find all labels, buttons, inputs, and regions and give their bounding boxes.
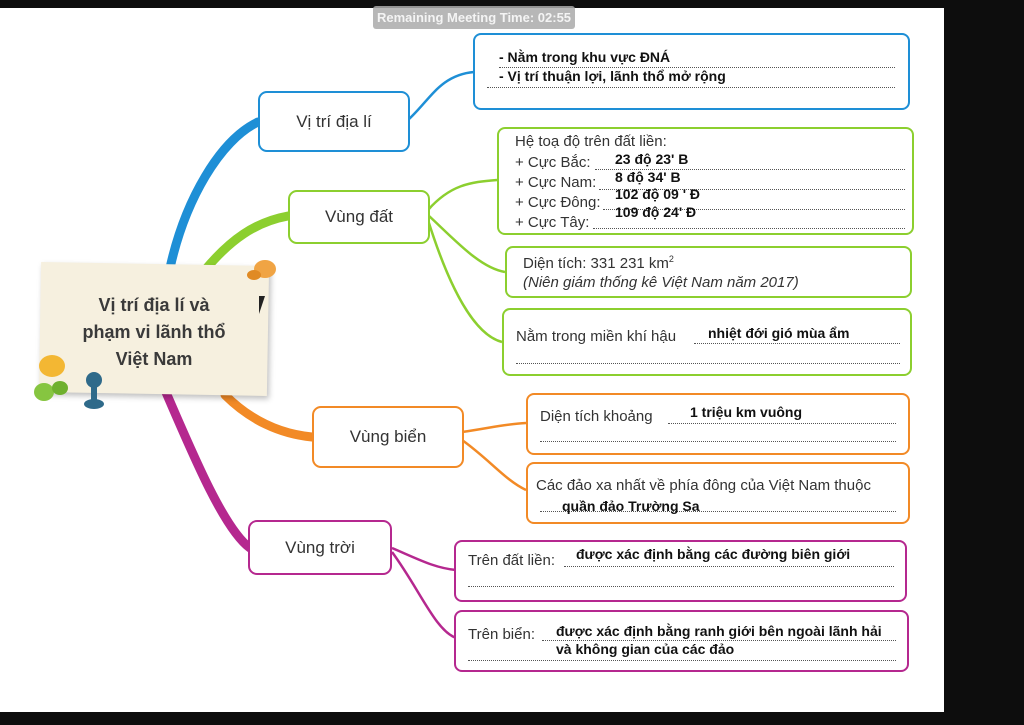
- connector-blue: [407, 70, 475, 121]
- pins-cluster-icon: [34, 355, 104, 409]
- dotted-line: [694, 343, 900, 344]
- branch-blue: [165, 117, 263, 273]
- connector-orange-2: [461, 438, 527, 492]
- troi-bien-answer-line-2: và không gian của các đảo: [556, 641, 735, 657]
- window-side-bar: [944, 0, 1024, 725]
- cuc-dong-answer: 102 độ 09 ' Đ: [615, 186, 701, 202]
- troi-bien-box: Trên biển: được xác định bằng ranh giới …: [454, 610, 909, 672]
- pushpin-icon: [247, 260, 276, 280]
- troi-bien-answer-line-1: được xác định bằng ranh giới bên ngoài l…: [556, 623, 882, 639]
- dotted-line: [603, 209, 905, 210]
- cuc-tay-answer: 109 độ 24' Đ: [615, 204, 697, 220]
- topic-label: Vùng đất: [324, 207, 394, 226]
- connector-green-3: [426, 219, 503, 344]
- meeting-timer: Remaining Meeting Time: 02:55: [373, 6, 575, 29]
- connector-orange-1: [461, 421, 527, 434]
- troi-bien-label: Trên biển:: [468, 626, 535, 643]
- cuc-nam-answer: 8 độ 34' B: [615, 169, 681, 185]
- dien-tich-box: Diện tích: 331 231 km2 (Niên giám thống …: [505, 246, 912, 298]
- connector-green-1: [427, 178, 498, 211]
- troi-dat-lien-label: Trên đất liền:: [468, 552, 555, 569]
- topic-label: Vùng trời: [285, 537, 355, 557]
- cuc-nam-label: + Cực Nam:: [515, 174, 597, 191]
- dien-tich-label: Diện tích: 331 231 km2: [523, 254, 674, 272]
- cuc-bac-label: + Cực Bắc:: [515, 154, 591, 171]
- vi-tri-line-2: - Vị trí thuận lợi, lãnh thổ mở rộng: [499, 68, 726, 84]
- khi-hau-answer: nhiệt đới gió mùa ẩm: [708, 325, 850, 341]
- khi-hau-label: Nằm trong miền khí hậu: [516, 328, 677, 345]
- bien-dao-label: Các đảo xa nhất về phía đông của Việt Na…: [536, 477, 871, 494]
- vi-tri-line-1: - Nằm trong khu vực ĐNÁ: [499, 49, 671, 65]
- mindmap-connectors: [160, 70, 527, 640]
- center-title-line: Việt Nam: [115, 349, 193, 369]
- dotted-line: [540, 511, 896, 512]
- topic-label: Vùng biển: [349, 427, 427, 446]
- dotted-line: [468, 660, 896, 661]
- dien-tich-source: (Niên giám thống kê Việt Nam năm 2017): [523, 274, 799, 291]
- connector-purple-2: [390, 551, 457, 640]
- troi-dat-lien-answer: được xác định bằng các đường biên giới: [576, 546, 851, 562]
- dotted-line: [542, 640, 896, 641]
- topic-vung-bien: Vùng biển: [312, 406, 464, 468]
- branch-green: [200, 211, 293, 275]
- dotted-line: [516, 363, 900, 364]
- troi-dat-lien-box: Trên đất liền: được xác định bằng các đư…: [454, 540, 907, 602]
- topic-vung-troi: Vùng trời: [248, 520, 392, 575]
- window-bottom-bar: [0, 712, 1024, 725]
- bien-dien-tich-label: Diện tích khoảng: [540, 408, 653, 425]
- cuc-tay-label: + Cực Tây:: [515, 214, 590, 231]
- dotted-line: [595, 169, 905, 170]
- connector-green-2: [427, 214, 506, 274]
- toa-do-box: Hệ toạ độ trên đất liền: + Cực Bắc: 23 đ…: [497, 127, 914, 235]
- toa-do-title: Hệ toạ độ trên đất liền:: [515, 133, 667, 150]
- topic-vi-tri-dia-li: Vị trí địa lí: [258, 91, 410, 152]
- khi-hau-box: Nằm trong miền khí hậu nhiệt đới gió mùa…: [502, 308, 912, 376]
- bien-dao-answer: quần đảo Trường Sa: [562, 498, 700, 514]
- dotted-line: [487, 87, 895, 88]
- dotted-line: [668, 423, 896, 424]
- center-title-line: phạm vi lãnh thổ: [82, 322, 226, 342]
- connector-purple-1: [391, 546, 457, 572]
- dotted-line: [599, 189, 905, 190]
- dotted-line: [468, 586, 894, 587]
- bien-dao-box: Các đảo xa nhất về phía đông của Việt Na…: [526, 462, 910, 524]
- dien-tich-text: Diện tích: 331 231 km: [523, 255, 669, 272]
- topic-label: Vị trí địa lí: [296, 111, 372, 131]
- dien-tich-sup: 2: [668, 254, 674, 264]
- dotted-line: [499, 67, 895, 68]
- mouse-cursor-icon: [259, 296, 271, 314]
- topic-vung-dat: Vùng đất: [288, 190, 430, 244]
- branch-orange: [220, 390, 317, 442]
- center-title: Vị trí địa lí và phạm vi lãnh thổ Việt N…: [44, 292, 264, 373]
- bien-dien-tich-box: Diện tích khoảng 1 triệu km vuông: [526, 393, 910, 455]
- window-top-bar: [0, 0, 1024, 8]
- dotted-line: [540, 441, 896, 442]
- dotted-line: [564, 566, 894, 567]
- cuc-bac-answer: 23 độ 23' B: [615, 151, 689, 167]
- cuc-dong-label: + Cực Đông:: [515, 194, 601, 211]
- dotted-line: [593, 228, 905, 229]
- branch-purple: [160, 385, 255, 553]
- vi-tri-detail-box: - Nằm trong khu vực ĐNÁ - Vị trí thuận l…: [473, 33, 910, 110]
- bien-dien-tich-answer: 1 triệu km vuông: [690, 404, 803, 420]
- center-title-line: Vị trí địa lí và: [98, 295, 210, 315]
